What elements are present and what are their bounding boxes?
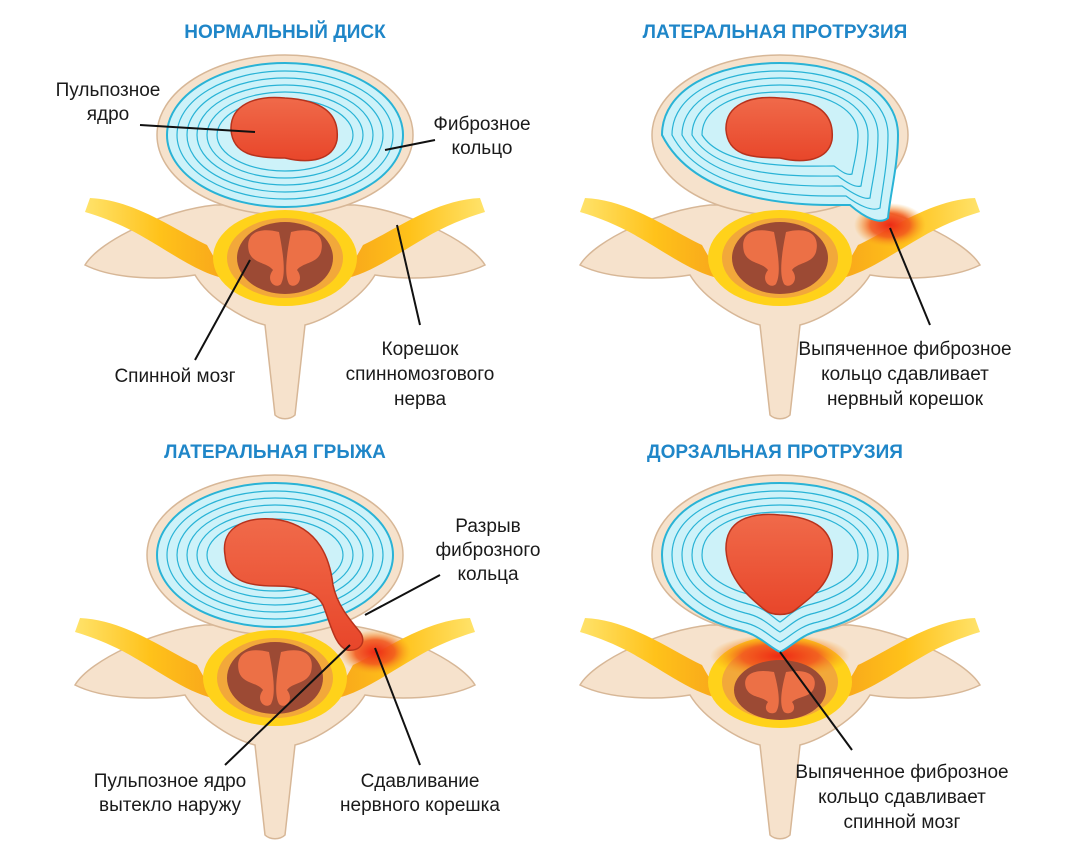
panel-title: ДОРЗАЛЬНАЯ ПРОТРУЗИЯ [647,442,903,463]
label-annulus-line2: кольцо [452,138,513,159]
label-nerve-root-line1: Корешок [382,339,460,360]
nucleus-pulposus [725,96,833,162]
leader-nerve-root [396,224,421,326]
leader-rupture [364,574,441,616]
leader-nucleus [139,124,256,133]
herniated-nucleus [223,518,364,651]
leader-spinal-cord [194,259,251,361]
spinal-cord [227,642,323,714]
leader-compression [374,647,421,766]
panel-dorsal-protrusion: ДОРЗАЛЬНАЯ ПРОТРУЗИЯ [578,442,1009,840]
nerve-root-right [335,198,485,280]
nucleus-pulposus [725,513,833,616]
panel-lateral-protrusion: ЛАТЕРАЛЬНАЯ ПРОТРУЗИЯ [578,22,1012,420]
caption-line2: кольцо сдавливает [818,787,986,808]
leader-annulus [384,139,436,151]
caption-line3: спинной мозг [844,812,961,833]
label-nucleus-out-line2: вытекло наружу [99,795,242,816]
panel-lateral-herniation: ЛАТЕРАЛЬНАЯ ГРЫЖА [73,442,541,840]
label-nucleus-out-line1: Пульпозное ядро [94,771,247,792]
nerve-root-left [580,198,730,280]
label-spinal-cord: Спинной мозг [114,366,235,387]
label-compression-line2: нервного корешка [340,795,500,816]
leader-caption [889,227,931,326]
caption-line2: кольцо сдавливает [821,364,989,385]
panel-title: ЛАТЕРАЛЬНАЯ ПРОТРУЗИЯ [643,22,908,43]
disc [166,62,404,208]
disc-bulging-dorsal [660,481,900,654]
nerve-root-left [85,198,235,280]
nerve-root-left [75,618,225,700]
caption-line1: Выпяченное фиброзное [795,762,1008,783]
nerve-root-left [580,618,730,700]
disc-ruptured [156,482,394,651]
label-nucleus-line2: ядро [87,104,130,125]
caption-line3: нервный корешок [827,389,984,410]
label-nerve-root-line2: спинномозгового [346,364,495,385]
spinal-cord [732,222,828,294]
leader-caption [779,651,853,751]
nucleus-pulposus [230,96,338,162]
disc-bulging [660,61,900,222]
panel-title: ЛАТЕРАЛЬНАЯ ГРЫЖА [164,442,386,463]
label-rupture-line1: Разрыв [455,516,520,537]
label-nerve-root-line3: нерва [394,389,447,410]
label-rupture-line2: фиброзного [436,540,541,561]
label-annulus-line1: Фиброзное [433,114,530,135]
label-rupture-line3: кольца [457,564,519,585]
panel-title: НОРМАЛЬНЫЙ ДИСК [184,21,386,43]
nerve-root-right [830,618,980,700]
label-nucleus-line1: Пульпозное [56,80,161,101]
spinal-cord-compressed [734,660,826,720]
spinal-cord [237,222,333,294]
caption-line1: Выпяченное фиброзное [798,339,1011,360]
leader-nucleus-out [224,644,351,766]
label-compression-line1: Сдавливание [361,771,480,792]
panel-normal-disc: НОРМАЛЬНЫЙ ДИСК [56,21,531,420]
